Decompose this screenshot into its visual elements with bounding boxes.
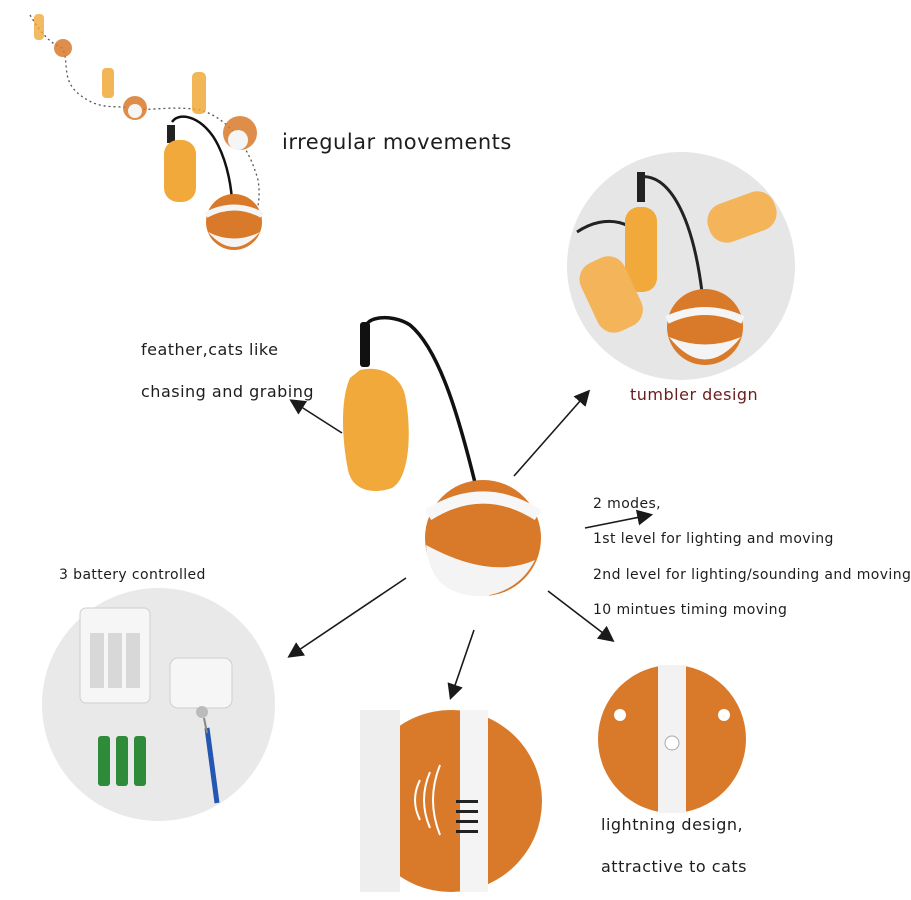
irregular-movements-label: irregular movements bbox=[282, 130, 512, 154]
battery-label: 3 battery controlled bbox=[59, 567, 206, 583]
mode-1-description: 1st level for lighting and moving bbox=[593, 531, 834, 547]
tumbler-design-image bbox=[567, 152, 795, 380]
tumbler-design-label: tumbler design bbox=[630, 385, 759, 404]
timing-description: 10 mintues timing moving bbox=[593, 602, 788, 618]
battery-compartment-image bbox=[42, 588, 275, 821]
lightning-design-image bbox=[598, 665, 746, 813]
feather-label-line1: feather,cats like bbox=[141, 340, 279, 359]
mode-2-description: 2nd level for lighting/sounding and movi… bbox=[593, 567, 911, 583]
lightning-label-line2: attractive to cats bbox=[601, 857, 748, 876]
lightning-label-line1: lightning design, bbox=[601, 815, 744, 834]
sound-speaker-image bbox=[360, 710, 542, 892]
modes-title: 2 modes, bbox=[593, 496, 662, 512]
feather-label-line2: chasing and grabing bbox=[141, 382, 315, 401]
